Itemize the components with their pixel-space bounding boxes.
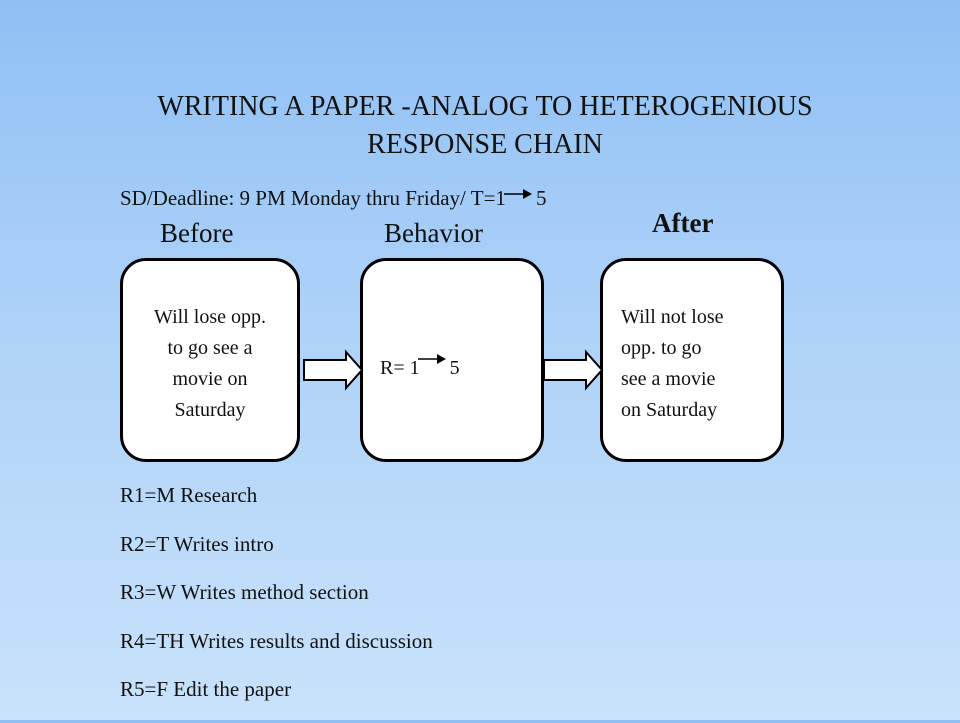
list-item: R4=TH Writes results and discussion xyxy=(120,628,433,653)
list-item: R2=T Writes intro xyxy=(120,531,274,556)
slide-title: WRITING A PAPER -ANALOG TO HETEROGENIOUS… xyxy=(157,91,813,160)
list-item: R5=F Edit the paper xyxy=(120,677,292,701)
behavior-to-after-arrow xyxy=(543,349,604,391)
before-label: Before xyxy=(160,218,234,248)
before-to-behavior-arrow xyxy=(303,349,364,391)
before-box xyxy=(120,258,300,462)
behavior-suffix: 5 xyxy=(449,357,460,379)
behavior-box-text: R= 1 5 xyxy=(380,353,460,384)
behavior-prefix: R= 1 xyxy=(380,357,420,379)
deadline-subtitle: SD/Deadline: 9 PM Monday thru Friday/ T=… xyxy=(120,186,546,211)
list-item: R3=W Writes method section xyxy=(120,580,369,604)
behavior-box xyxy=(360,258,544,462)
after-box xyxy=(600,258,784,462)
after-label: After xyxy=(652,208,714,238)
deadline-text: SD/Deadline: 9 PM Monday thru Friday/ T=… xyxy=(120,186,506,210)
deadline-end: 5 xyxy=(535,186,547,210)
right-arrow-icon xyxy=(503,186,536,211)
after-box-text: Will not lose opp. to go see a movie on … xyxy=(621,306,724,421)
before-box-text: Will lose opp. to go see a movie on Satu… xyxy=(154,306,266,421)
response-list: R1=M Research R2=T Writes intro R3=W Wri… xyxy=(120,480,433,723)
behavior-label: Behavior xyxy=(384,218,483,248)
right-arrow-icon xyxy=(417,353,450,384)
list-item: R1=M Research xyxy=(120,483,258,507)
